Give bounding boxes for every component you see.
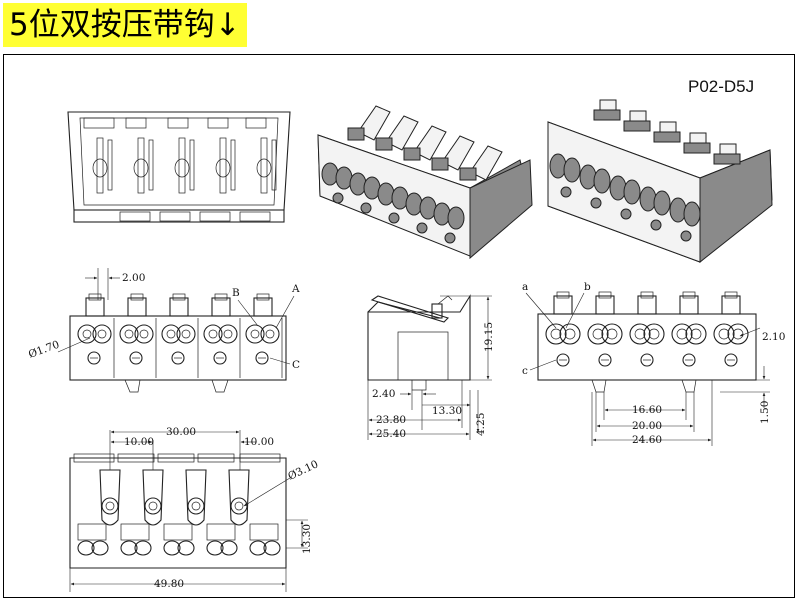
dim-16-60: 16.60 — [632, 404, 662, 416]
dim-23-80: 23.80 — [376, 414, 406, 426]
callout-b: b — [584, 281, 591, 293]
drawing-frame — [3, 54, 795, 598]
top-view-slot — [92, 137, 113, 194]
bottom-view-cell — [185, 469, 207, 526]
dim-1-50: 1.50 — [759, 401, 771, 424]
isometric-view-levers-open — [317, 105, 533, 260]
iso-wire-entry — [433, 202, 465, 244]
top-view-slot — [215, 137, 236, 194]
dim-24-60: 24.60 — [632, 434, 662, 446]
bottom-view-entry — [77, 523, 109, 556]
rear-view-bay — [587, 291, 623, 367]
bottom-view: 30.00 10.00 10.00 Ø3.10 13.30 49.80 — [69, 426, 320, 592]
bottom-view-entry — [120, 523, 152, 556]
iso-lever — [375, 115, 419, 151]
iso-lever-tab — [713, 143, 741, 165]
rear-view-bay — [629, 291, 665, 367]
iso-lever-tab — [593, 99, 621, 121]
iso-wire-entry — [377, 182, 409, 224]
iso-lever — [459, 145, 503, 181]
dim-13-30: 13.30 — [432, 405, 462, 417]
dim-4-25: 4.25 — [475, 413, 487, 436]
callout-A: A — [291, 283, 300, 295]
rear-view-bay — [545, 291, 581, 367]
iso-lever-tab — [623, 110, 651, 132]
iso-wire-entry — [579, 164, 611, 209]
dim-13-30-bottom: 13.30 — [301, 524, 313, 554]
bottom-view-cell — [228, 469, 250, 526]
iso-lever-tab — [653, 121, 681, 143]
page-title: 5位双按压带钩↓ — [3, 3, 247, 47]
iso-lever — [431, 135, 475, 171]
dim-10-00-right: 10.00 — [244, 436, 274, 448]
bottom-view-entry — [249, 523, 281, 556]
front-view-bay — [161, 293, 199, 378]
rear-view-bay — [713, 291, 749, 367]
callout-C: C — [292, 359, 300, 371]
bottom-view-entry — [163, 523, 195, 556]
front-view-bay — [77, 293, 115, 378]
iso-wire-entry — [669, 197, 701, 242]
rear-view: a b c 2.10 16.60 20.00 24.60 1.50 — [522, 281, 785, 446]
dim-19-15: 19.15 — [483, 322, 495, 352]
bottom-view-entry — [206, 523, 238, 556]
dim-49-80: 49.80 — [154, 578, 184, 590]
front-view-bay — [245, 293, 283, 378]
dim-2-40: 2.40 — [372, 388, 395, 400]
bottom-view-cell — [142, 469, 164, 526]
iso-wire-entry — [549, 153, 581, 198]
dim-30-00: 30.00 — [166, 426, 196, 438]
callout-a: a — [522, 281, 528, 293]
iso-lever — [347, 105, 391, 141]
iso-lever-tab — [683, 132, 711, 154]
dim-25-40: 25.40 — [376, 428, 406, 440]
dim-2-00: 2.00 — [122, 272, 145, 284]
dim-dia-3-10: Ø3.10 — [286, 458, 320, 482]
front-view-bay — [119, 293, 157, 378]
top-view-slot — [256, 137, 277, 194]
dim-20-00: 20.00 — [632, 420, 662, 432]
iso-wire-entry — [639, 186, 671, 231]
bottom-view-cell — [99, 469, 121, 526]
rear-view-bay — [671, 291, 707, 367]
top-view-slot — [133, 137, 154, 194]
dim-dia-1-70: Ø1.70 — [27, 339, 61, 361]
side-view: 19.15 2.40 13.30 23.80 25.40 4.25 — [367, 294, 495, 440]
dim-2-10: 2.10 — [762, 331, 785, 343]
isometric-view-levers-closed — [547, 99, 773, 264]
front-view-bay — [203, 293, 241, 378]
iso-wire-entry — [609, 175, 641, 220]
dim-10-00-left: 10.00 — [124, 436, 154, 448]
iso-lever — [403, 125, 447, 161]
front-view: 2.00 B A C Ø1.70 — [27, 268, 300, 393]
top-view-slot — [174, 137, 195, 194]
top-view — [67, 111, 291, 223]
callout-B: B — [232, 287, 240, 299]
model-label: P02-D5J — [688, 77, 754, 96]
callout-c: c — [522, 365, 528, 377]
